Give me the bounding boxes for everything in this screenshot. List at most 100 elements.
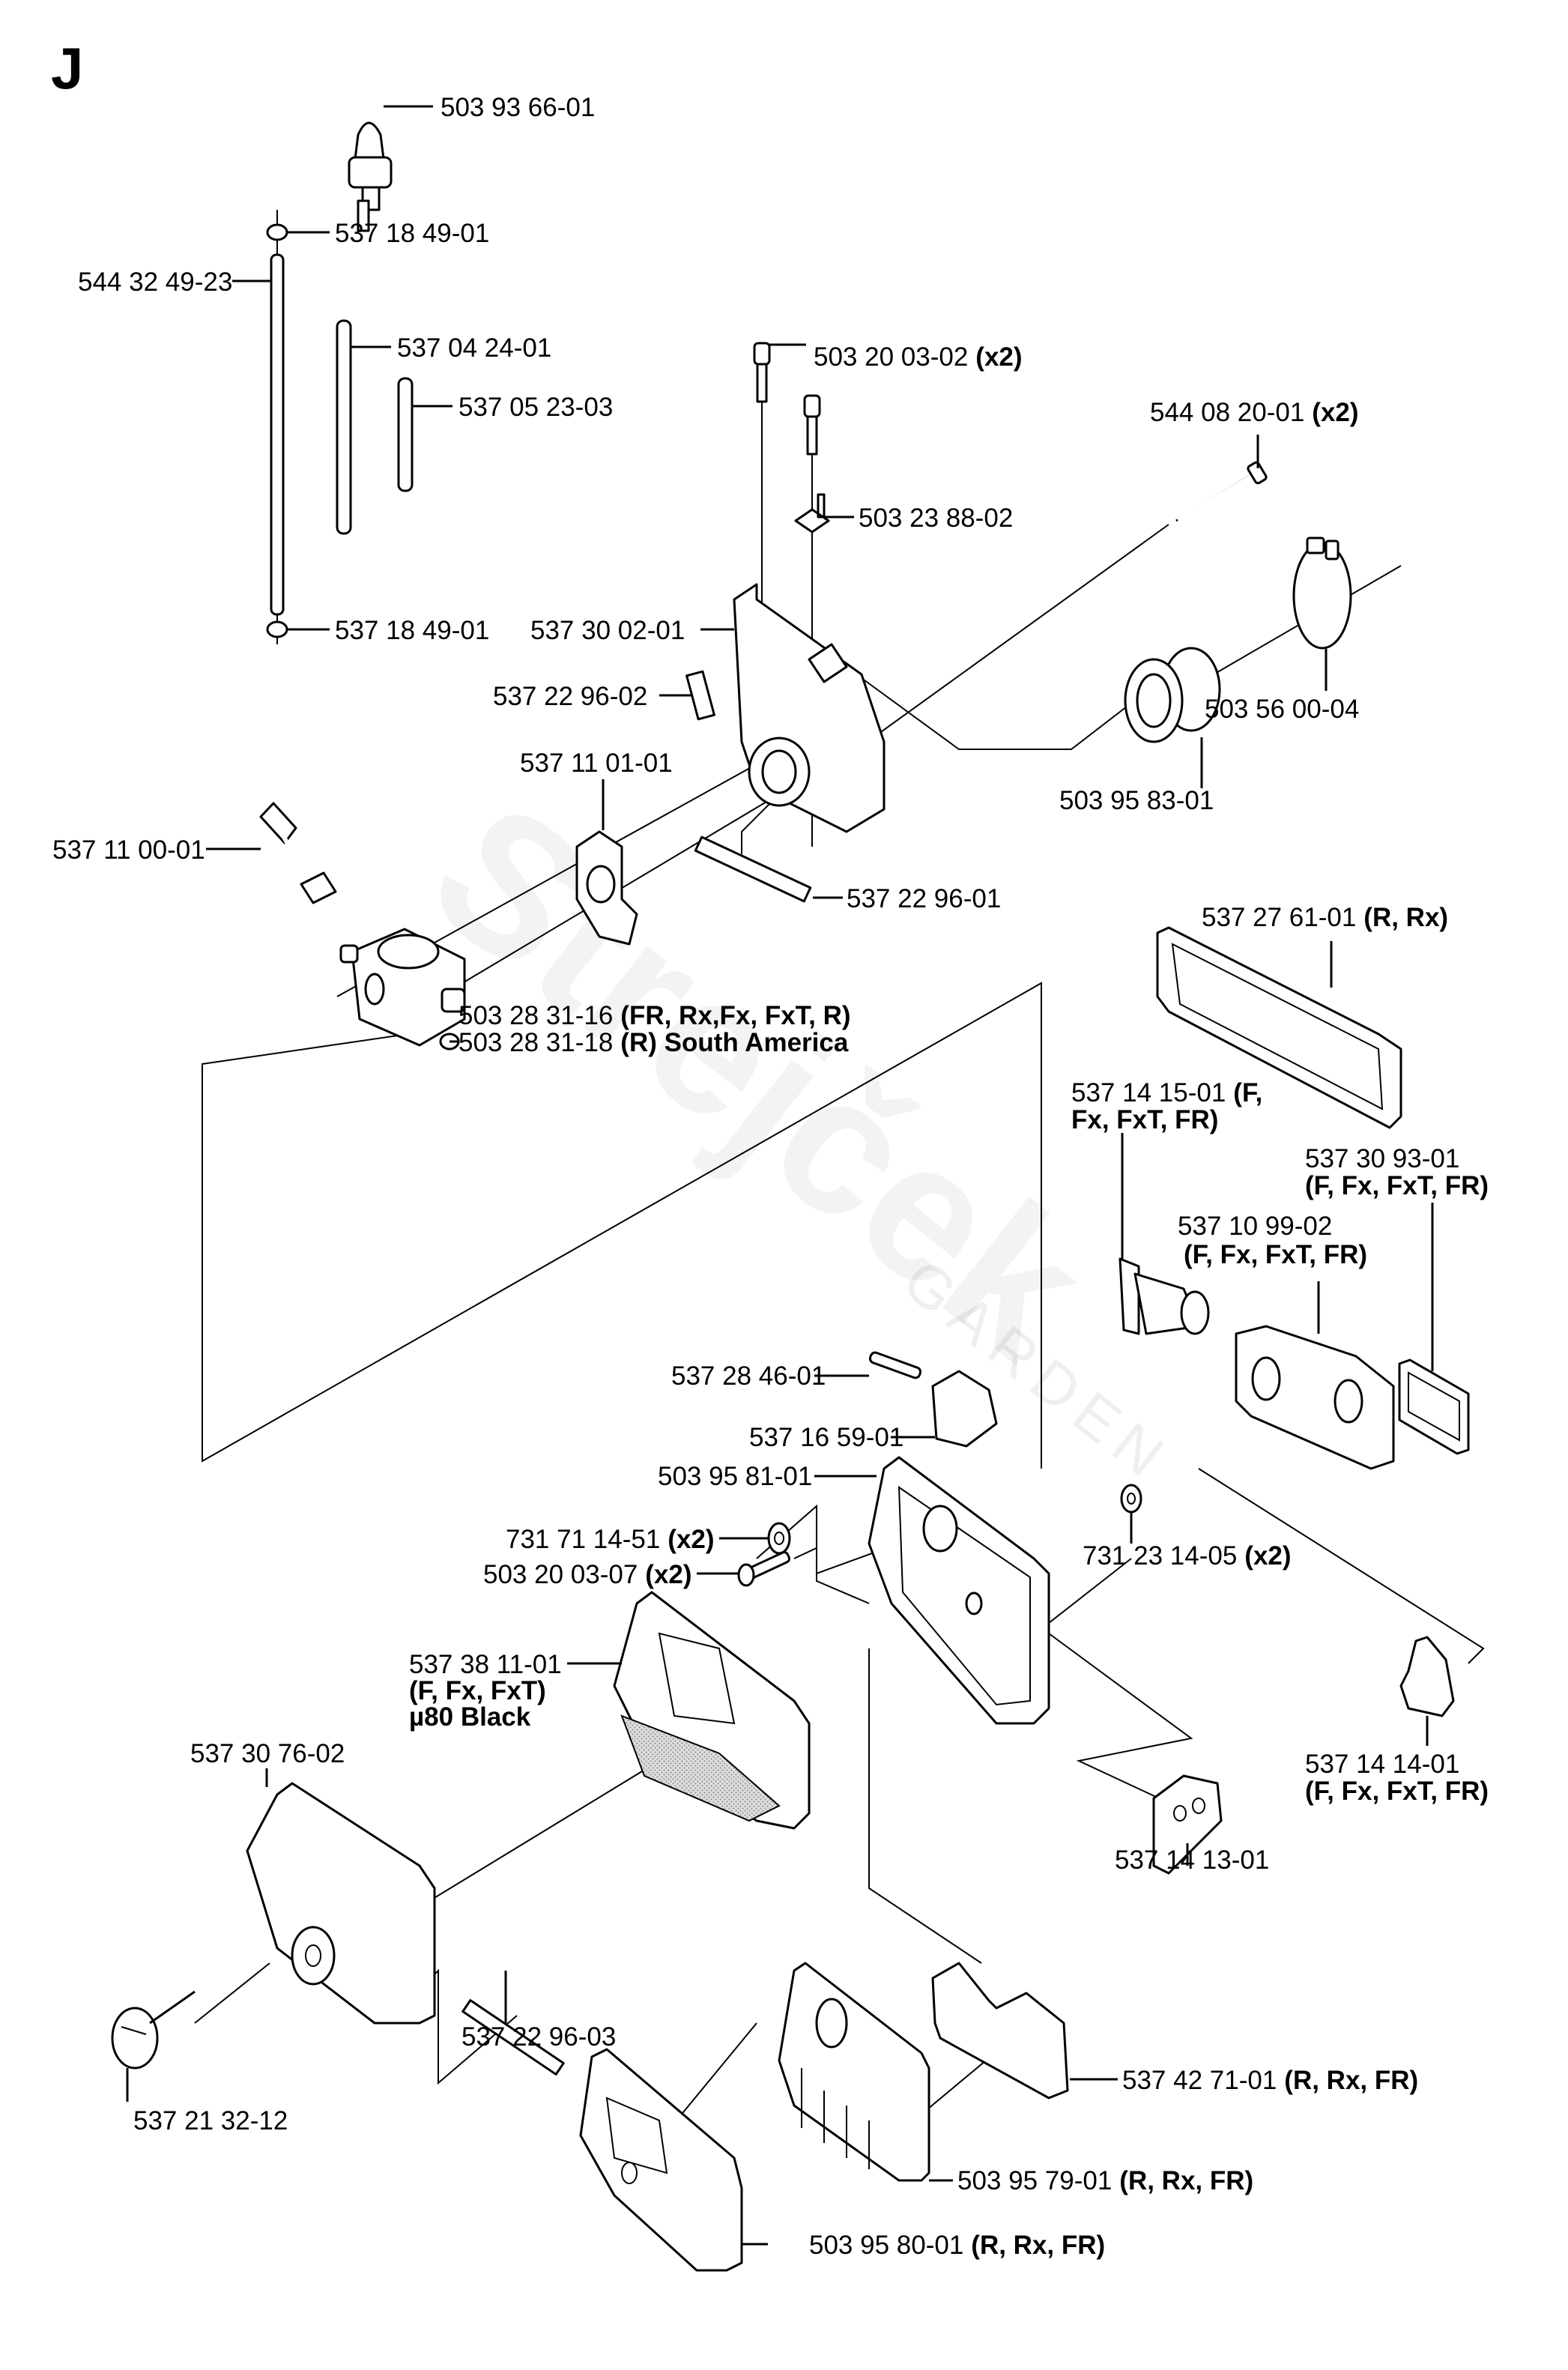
label-choke-lever-bracket[interactable]: 537 14 13-01 <box>1115 1845 1269 1875</box>
air-filter-drawing <box>613 1591 811 1830</box>
axis-line-adapter <box>861 674 1169 750</box>
axis-line-choke <box>1048 1633 1193 1814</box>
axis-line-strip <box>741 801 772 854</box>
frame-line-left <box>202 982 1042 1469</box>
filter-holder-drawing <box>1156 926 1402 1129</box>
label-filter-base-f[interactable]: 537 10 99-02 (F, Fx, FxT, FR) <box>1178 1212 1367 1269</box>
label-air-filter-cover[interactable]: 537 30 76-02 <box>190 1739 345 1768</box>
air-filter-cover-drawing <box>246 1782 436 2025</box>
cover-knob-drawing <box>111 1990 196 2070</box>
svg-text:(F, Fx, FxT): (F, Fx, FxT) <box>409 1676 546 1705</box>
foam-filter-drawing <box>931 1962 1069 2100</box>
svg-text:537 10 99-02: 537 10 99-02 <box>1178 1212 1332 1241</box>
label-lever-bracket[interactable]: 537 16 59-01 <box>749 1423 903 1452</box>
intake-adapter-drawing <box>1124 647 1221 743</box>
label-nut-1[interactable]: 731 71 14-51(x2) <box>506 1525 715 1554</box>
label-foam-filter[interactable]: 537 42 71-01(R, Rx, FR) <box>1122 2066 1418 2095</box>
label-carburetor-16[interactable]: 503 28 31-16(FR, Rx,Fx, FxT, R) <box>458 1001 851 1030</box>
label-fuel-hose-long[interactable]: 544 32 49-23 <box>78 267 232 297</box>
axis-line-lower <box>868 1648 982 1964</box>
air-duct-drawing <box>1119 1257 1210 1335</box>
axis-line-filter-1 <box>793 1547 870 1604</box>
label-filter-cover-r[interactable]: 503 95 80-01(R, Rx, FR) <box>809 2231 1105 2260</box>
choke-lever-drawing <box>259 802 337 904</box>
svg-text:537 14 14-01: 537 14 14-01 <box>1305 1750 1459 1779</box>
label-filter-holder[interactable]: 537 27 61-01(R, Rx) <box>1202 903 1448 932</box>
nut-drawing-1-hole <box>774 1532 784 1545</box>
label-primer-bulb[interactable]: 503 93 66-01 <box>441 93 595 122</box>
filter-base-f-drawing <box>1235 1325 1395 1470</box>
label-bolt[interactable]: 544 08 20-01(x2) <box>1150 398 1359 427</box>
label-fuel-hose-medium[interactable]: 537 04 24-01 <box>397 333 551 363</box>
grommet-top-drawing <box>266 223 288 241</box>
foam-strip-01-drawing <box>694 835 812 903</box>
section-letter: J <box>51 35 83 101</box>
filter-base-r-drawing <box>778 1962 930 2182</box>
screw-drawing-3 <box>737 1551 791 1587</box>
label-screw-bottom[interactable]: 503 20 03-07(x2) <box>483 1560 692 1589</box>
axis-line-knob <box>194 1962 270 2024</box>
svg-text:Fx, FxT, FR): Fx, FxT, FR) <box>1071 1105 1218 1134</box>
label-foam-strip-01[interactable]: 537 22 96-01 <box>847 884 1001 913</box>
hose-long-drawing <box>270 253 285 616</box>
svg-text:537 14 15-01(F,: 537 14 15-01(F, <box>1071 1078 1262 1107</box>
label-air-duct[interactable]: 537 14 15-01(F, Fx, FxT, FR) <box>1071 1078 1262 1134</box>
label-filter-gasket[interactable]: 537 30 93-01 (F, Fx, FxT, FR) <box>1305 1144 1489 1200</box>
part-shapes <box>111 121 1470 2272</box>
label-cover-knob[interactable]: 537 21 32-12 <box>133 2106 288 2135</box>
label-intake-adapter[interactable]: 503 95 83-01 <box>1059 786 1214 815</box>
hose-medium-drawing <box>336 319 352 535</box>
label-carburetor-housing[interactable]: 537 30 02-01 <box>530 616 685 645</box>
nut-drawing-2-hole <box>1127 1493 1136 1505</box>
label-hose-clamp[interactable]: 503 56 00-04 <box>1205 695 1359 724</box>
svg-text:537 38 11-01: 537 38 11-01 <box>409 1650 562 1679</box>
watermark-main: Strejček <box>393 761 1126 1400</box>
label-fuel-hose-short[interactable]: 537 05 23-03 <box>458 393 613 422</box>
label-choke-lever[interactable]: 537 11 00-01 <box>52 835 205 865</box>
filter-gasket-inner <box>1408 1371 1460 1442</box>
bolt-drawing <box>1175 461 1268 522</box>
nut-drawing-2 <box>1120 1484 1142 1514</box>
pin-drawing <box>868 1351 922 1379</box>
hose-short-drawing <box>397 377 414 492</box>
hose-clamp-drawing <box>1292 536 1352 650</box>
axis-line-bolt <box>846 524 1169 758</box>
label-nut-2[interactable]: 731 23 14-05(x2) <box>1083 1541 1292 1571</box>
choke-flap-drawing <box>1399 1636 1455 1717</box>
svg-text:µ80 Black: µ80 Black <box>409 1702 531 1732</box>
foam-strip-03-drawing <box>461 1999 565 2076</box>
gasket-hole <box>586 865 616 904</box>
foam-strip-02-drawing <box>685 670 715 721</box>
screw-drawing-2 <box>803 394 821 456</box>
label-grommet-top[interactable]: 537 18 49-01 <box>335 219 489 248</box>
part-labels: 503 93 66-01 537 18 49-01 544 32 49-23 5… <box>52 93 1489 2260</box>
label-pin[interactable]: 537 28 46-01 <box>671 1361 826 1391</box>
label-filter-base-r[interactable]: 503 95 79-01(R, Rx, FR) <box>957 2166 1253 2195</box>
filter-cover-r-drawing <box>579 2048 743 2272</box>
carburetor-housing-drawing <box>733 583 886 833</box>
svg-text:(F, Fx, FxT, FR): (F, Fx, FxT, FR) <box>1305 1171 1489 1200</box>
carburetor-drawing <box>339 928 466 1051</box>
label-bracket[interactable]: 503 23 88-02 <box>859 504 1013 533</box>
svg-text:(F, Fx, FxT, FR): (F, Fx, FxT, FR) <box>1184 1240 1367 1269</box>
label-carburetor-18[interactable]: 503 28 31-18(R) South America <box>458 1028 849 1057</box>
primer-bulb-drawing <box>348 121 393 232</box>
label-air-filter-base[interactable]: 503 95 81-01 <box>658 1462 812 1491</box>
label-air-filter[interactable]: 537 38 11-01 (F, Fx, FxT) µ80 Black <box>409 1650 562 1732</box>
label-foam-strip-02[interactable]: 537 22 96-02 <box>493 682 647 711</box>
label-choke-flap[interactable]: 537 14 14-01 (F, Fx, FxT, FR) <box>1305 1750 1489 1806</box>
grommet-bottom-drawing <box>266 620 288 638</box>
label-grommet-bottom[interactable]: 537 18 49-01 <box>335 616 489 645</box>
air-filter-base-drawing <box>868 1456 1050 1725</box>
filter-gasket-drawing <box>1398 1358 1470 1455</box>
label-screw-top[interactable]: 503 20 03-02(x2) <box>814 342 1023 372</box>
lever-bracket-drawing <box>931 1370 998 1448</box>
leader-lines <box>126 105 1434 2246</box>
axis-line-cover <box>419 1760 660 1908</box>
axis-line-flap <box>1198 1468 1485 1664</box>
label-gasket[interactable]: 537 11 01-01 <box>520 749 673 778</box>
svg-text:(F, Fx, FxT, FR): (F, Fx, FxT, FR) <box>1305 1777 1489 1806</box>
screw-drawing-1 <box>753 342 771 403</box>
label-foam-strip-03[interactable]: 537 22 96-03 <box>461 2022 616 2052</box>
